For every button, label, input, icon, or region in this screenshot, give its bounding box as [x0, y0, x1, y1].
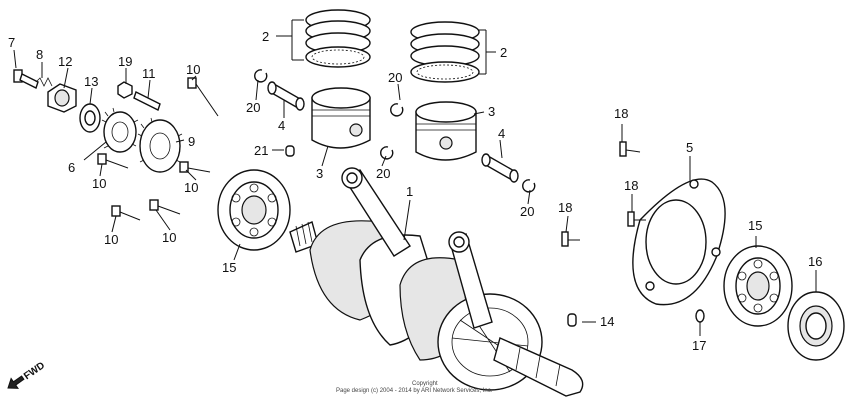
bolt-10e	[149, 199, 181, 215]
label-13: 13	[84, 74, 98, 89]
leader-lines	[13, 19, 817, 336]
copyright-text: Copyright	[412, 381, 438, 387]
label-19: 19	[118, 54, 132, 69]
label-16: 16	[808, 254, 822, 269]
label-18-low: 18	[558, 200, 572, 215]
piston-pin-right	[481, 153, 519, 183]
piston-rings-left	[305, 9, 371, 68]
label-3-left: 3	[316, 166, 323, 181]
circlip	[390, 103, 404, 117]
label-11: 11	[142, 66, 156, 81]
circlip	[380, 146, 394, 160]
crankshaft	[289, 167, 584, 397]
bolt-10c	[179, 161, 211, 173]
gear-6	[101, 107, 139, 153]
bearing-setting-plate	[632, 178, 726, 306]
nut-19	[117, 81, 133, 99]
label-15-right: 15	[748, 218, 762, 233]
pin-11	[133, 91, 161, 111]
label-14: 14	[600, 314, 614, 329]
label-15-left: 15	[222, 260, 236, 275]
piston-left	[311, 87, 371, 149]
circlip	[254, 69, 268, 83]
dowel-pin	[285, 145, 295, 157]
piston-right	[415, 101, 477, 161]
label-20-b: 20	[388, 70, 402, 85]
label-12: 12	[58, 54, 72, 69]
bolt-18b	[627, 211, 646, 227]
label-2-left: 2	[262, 29, 269, 44]
label-4-left: 4	[278, 118, 285, 133]
fwd-label: FWD	[22, 360, 47, 382]
washer-13	[79, 103, 101, 133]
bearing-left	[217, 169, 291, 251]
gear-9	[137, 117, 183, 173]
label-7: 7	[8, 35, 15, 50]
circlip	[522, 179, 536, 193]
page-design-credit: Page design (c) 2004 - 2014 by ARI Netwo…	[336, 388, 493, 394]
bearing-right	[723, 245, 793, 327]
bolt-18a	[619, 141, 641, 157]
label-10-top: 10	[186, 62, 200, 77]
oil-seal	[787, 291, 845, 361]
label-18-mid: 18	[624, 178, 638, 193]
label-4-right: 4	[498, 126, 505, 141]
label-10-mid-left: 10	[92, 176, 106, 191]
nut-12	[47, 83, 77, 113]
label-20-d: 20	[520, 204, 534, 219]
washer-17	[695, 309, 705, 323]
label-20-a: 20	[246, 100, 260, 115]
label-21: 21	[254, 143, 268, 158]
label-9: 9	[188, 134, 195, 149]
label-5: 5	[686, 140, 693, 155]
label-10-bottom-right: 10	[162, 230, 176, 245]
piston-rings-right	[410, 21, 480, 83]
piston-pin-left	[267, 81, 305, 111]
label-8: 8	[36, 47, 43, 62]
label-18-top: 18	[614, 106, 628, 121]
label-10-mid-right: 10	[184, 180, 198, 195]
label-1: 1	[406, 184, 413, 199]
bolt-10a	[187, 77, 219, 117]
dowel-pin-14	[567, 313, 577, 327]
bolt-7	[13, 69, 39, 89]
label-6: 6	[68, 160, 75, 175]
label-3-right: 3	[488, 104, 495, 119]
label-2-right: 2	[500, 45, 507, 60]
fwd-arrow: FWD	[7, 360, 47, 389]
bolt-10b	[97, 153, 129, 169]
bolt-18c	[561, 231, 580, 247]
bolt-10d	[111, 205, 141, 221]
label-17: 17	[692, 338, 706, 353]
label-10-bottom-left: 10	[104, 232, 118, 247]
spring-8	[35, 77, 53, 87]
label-20-c: 20	[376, 166, 390, 181]
